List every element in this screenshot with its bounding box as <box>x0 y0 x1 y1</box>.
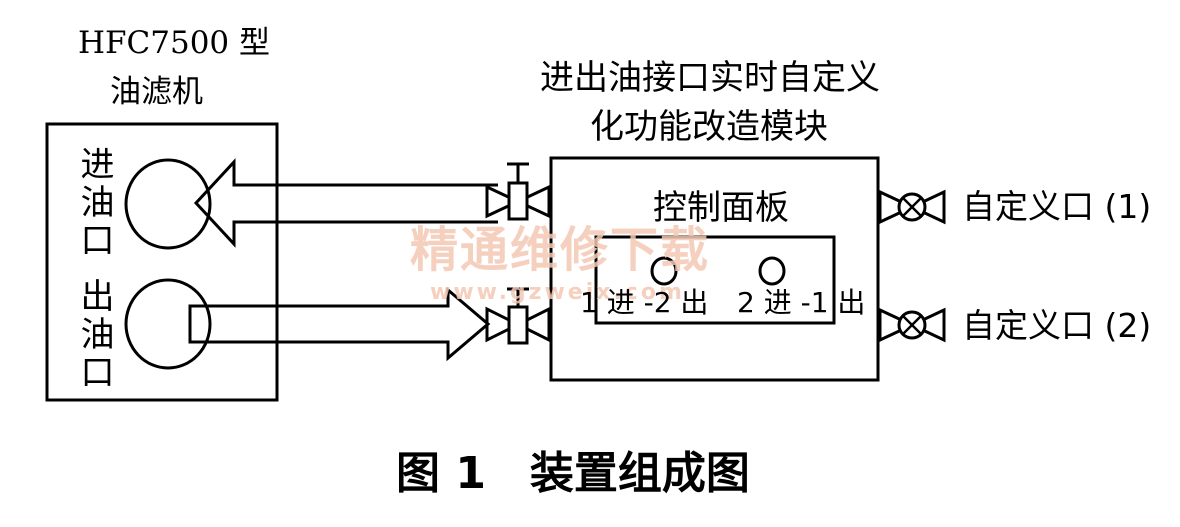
custom-port-1-label: 自定义口 (1) <box>962 187 1152 226</box>
custom-port-2-label: 自定义口 (2) <box>962 306 1152 345</box>
custom-port-2-valve <box>878 307 946 343</box>
panel-left-label: 1 进 -2 出 <box>580 286 709 319</box>
indicator-right <box>758 256 786 286</box>
module-title-line1: 进出油接口实时自定义 <box>540 58 880 98</box>
inlet-port-circle <box>124 158 212 250</box>
outlet-port-circle <box>124 278 212 370</box>
control-panel-box <box>594 235 836 325</box>
watermark-cn: 精通维修下载 <box>410 222 711 278</box>
module-title-line2: 化功能改造模块 <box>590 107 828 147</box>
custom-port-1-valve <box>878 189 946 225</box>
outlet-valve <box>485 287 551 345</box>
filter-machine-title-line1: HFC7500 型 <box>78 25 271 61</box>
filter-machine-box <box>45 122 279 402</box>
module-box <box>549 156 880 382</box>
filter-machine-title-line2: 油滤机 <box>110 74 203 110</box>
inlet-label: 进油口 <box>74 146 114 260</box>
inlet-flow-arrow <box>193 158 498 248</box>
outlet-flow-arrow <box>188 286 491 362</box>
outlet-label: 出油口 <box>74 278 114 392</box>
panel-right-label: 2 进 -1 出 <box>737 286 866 319</box>
control-panel-title: 控制面板 <box>653 188 789 228</box>
watermark-url: www.gzweix.com <box>430 280 685 305</box>
indicator-left <box>650 256 678 286</box>
inlet-valve <box>485 162 551 221</box>
figure-caption: 图 1 装置组成图 <box>396 448 750 499</box>
